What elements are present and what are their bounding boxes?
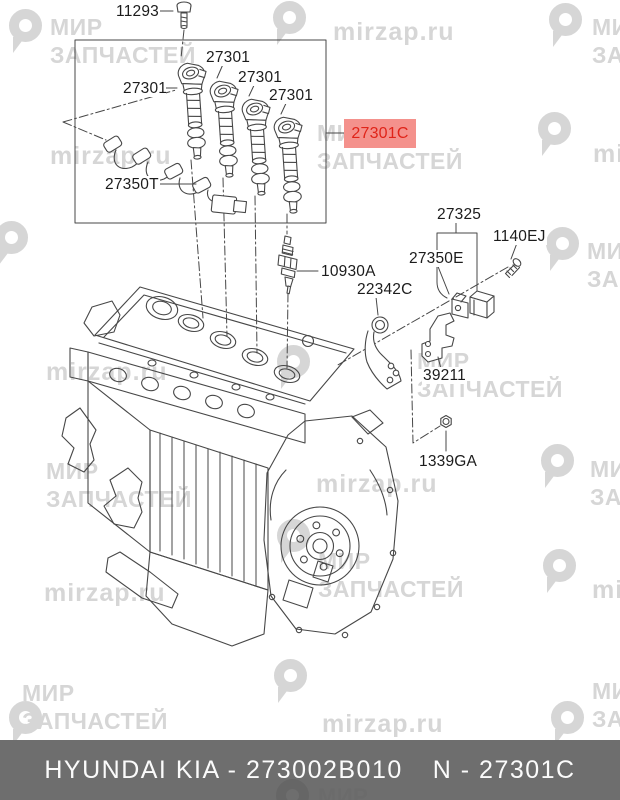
- ignition-coil-4: [272, 115, 309, 215]
- callout-condenser-assy: 27325: [436, 206, 483, 224]
- footer-catalog-ref: N - 27301C: [432, 755, 576, 784]
- callout-condenser-bolt: 1140EJ: [492, 228, 547, 246]
- callout-bracket-front: 22342C: [356, 281, 414, 299]
- engine-block-art: [61, 286, 399, 647]
- coil-assembly-box: [74, 39, 327, 224]
- footer-bar: МИР ЗАПЧАСТЕЙ HYUNDAI KIA - 273002B010 N…: [0, 740, 620, 800]
- leader-lines: [156, 10, 518, 452]
- condenser-art: [451, 290, 495, 319]
- spark-plug-art: [277, 235, 298, 295]
- footer-part-number: HYUNDAI KIA - 273002B010: [44, 755, 403, 784]
- bracket-front-art: [364, 316, 402, 390]
- callout-mount-bolt: 11293: [110, 3, 160, 21]
- callout-bracket-side: 39211: [422, 367, 467, 385]
- callout-nut: 1339GA: [418, 453, 479, 471]
- callout-extension-wire: 27350T: [104, 176, 160, 194]
- condenser-group-outline: [436, 232, 478, 299]
- callout-coil-highlight[interactable]: 27301C: [344, 119, 416, 148]
- callout-coil-4: 27301: [268, 87, 315, 105]
- ignition-coil-3: [240, 97, 277, 197]
- bracket-side-art: [421, 312, 455, 363]
- ignition-coil-1: [176, 61, 213, 161]
- extension-wire-art: [103, 135, 248, 215]
- callout-coil-1: 27301: [122, 80, 168, 98]
- callout-spark-plug: 10930A: [320, 263, 377, 281]
- watermark-text: МИР ЗАПЧАСТЕЙ: [318, 784, 369, 800]
- ignition-coil-2: [208, 79, 245, 179]
- mount-bolt-art: [176, 1, 192, 30]
- callout-condenser-wire: 27350E: [408, 250, 465, 268]
- condenser-bolt-art: [504, 258, 522, 279]
- callout-coil-3: 27301: [237, 69, 284, 87]
- callout-coil-2: 27301: [205, 49, 252, 67]
- nut-art: [440, 414, 452, 429]
- watermark-pin-icon: [275, 778, 311, 800]
